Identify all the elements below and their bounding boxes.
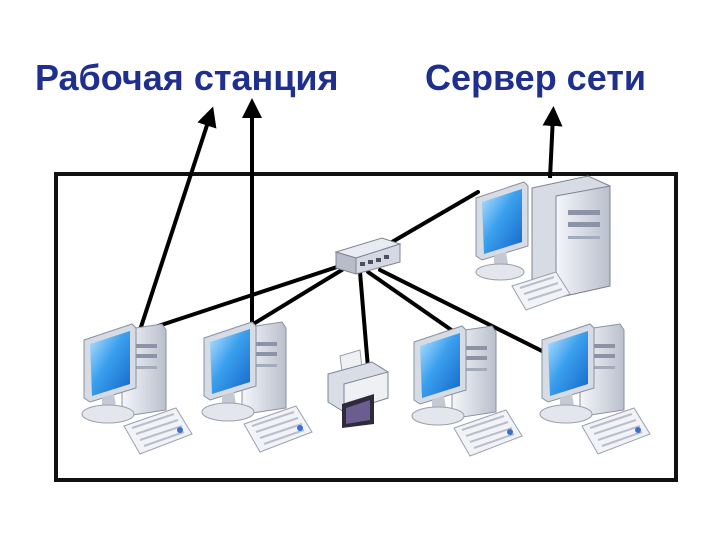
link-hub-ws1 <box>138 264 342 334</box>
link-hub-ws2 <box>248 266 347 328</box>
server-console-computer <box>475 181 571 311</box>
server-label: Сервер сети <box>425 57 647 98</box>
label-arrows <box>138 98 563 331</box>
server-tower-icon <box>531 175 611 299</box>
workstation-1-icon <box>81 323 193 455</box>
workstation-2-icon <box>201 321 313 453</box>
arrow-server-to-label <box>542 106 563 179</box>
workstation-4-icon <box>539 323 651 455</box>
link-hub-ws3 <box>366 270 462 338</box>
network-hub-icon <box>334 237 402 275</box>
link-hub-ws4 <box>378 268 570 366</box>
link-hub-server <box>390 190 480 244</box>
network-links <box>138 190 570 370</box>
printer-icon <box>327 349 389 428</box>
workstation-3-icon <box>411 325 523 457</box>
workstation-label: Рабочая станция <box>35 57 339 98</box>
link-hub-printer <box>358 270 370 370</box>
network-boundary-frame <box>54 172 678 482</box>
arrow-ws1-to-label <box>138 106 217 331</box>
